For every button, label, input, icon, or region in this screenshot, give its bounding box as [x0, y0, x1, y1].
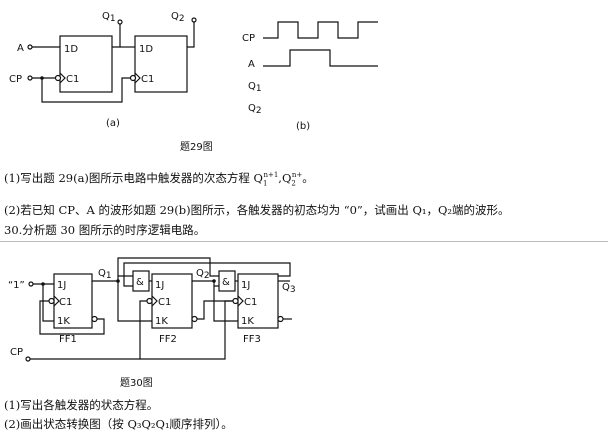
wave-q2-label: Q2 — [248, 103, 262, 116]
wire-q1 — [112, 24, 121, 48]
ff3-box-30 — [237, 273, 279, 329]
cp-label-30: CP — [10, 347, 23, 358]
ff3-name: FF3 — [243, 334, 261, 345]
question-30-heading: 30.分析题 30 图所示的时序逻辑电路。 — [4, 223, 206, 237]
wave-a — [263, 49, 378, 67]
ff1-clock-triangle — [59, 72, 66, 84]
wave-q1-label: Q1 — [248, 81, 262, 94]
ff2-box-30 — [151, 273, 193, 329]
q2-label: Q2 — [171, 11, 185, 24]
ff3-k-label: 1K — [241, 316, 254, 327]
question-29-1: (1)写出题 29(a)图所示电路中触发器的次态方程 Q1n+1,Q2n+。 — [4, 171, 314, 188]
wire-q1bar-c1 — [39, 300, 105, 335]
wire-cp-c2 — [30, 300, 147, 360]
ff3-j-label: 1J — [241, 280, 250, 291]
ff2-clock-triangle — [134, 72, 141, 84]
ff1-j-label: 1J — [57, 280, 66, 291]
fig29b-waveforms: CP A Q1 Q2 (b) — [242, 21, 378, 132]
ff3-c-label-30: C1 — [244, 297, 257, 308]
fig30-circuit: “1” 1J C1 1K FF1 1J C1 1K FF2 1J C1 1K F… — [8, 257, 296, 389]
ff2-c-label: C1 — [141, 74, 154, 85]
ff1-clock-bubble — [54, 74, 62, 82]
input-a-label: A — [17, 43, 24, 54]
ff2-d-label: 1D — [139, 44, 153, 55]
question-30-1: (1)写出各触发器的状态方程。 — [4, 398, 159, 412]
ff2-k-label: 1K — [155, 316, 168, 327]
input-cp-label: CP — [9, 74, 22, 85]
ff2-clock-bubble-30 — [146, 297, 153, 305]
wire-one-k1 — [42, 284, 54, 322]
ff1-c-label: C1 — [66, 74, 79, 85]
one-input-label: “1” — [8, 280, 25, 291]
wire-q2bar-c3 — [197, 300, 233, 320]
wire-q1-and2 — [117, 257, 219, 277]
ff3-qbar-bubble — [277, 315, 284, 323]
ff1-clock-bubble-30 — [48, 297, 55, 305]
wire-q1-and1 — [117, 275, 133, 281]
ff2-name: FF2 — [159, 334, 177, 345]
wire-cp-ff2 — [41, 77, 131, 103]
section-divider — [0, 241, 608, 242]
input-a-terminal — [27, 44, 33, 50]
input-cp-terminal — [27, 75, 33, 81]
wave-cp — [263, 21, 378, 39]
wave-a-label: A — [248, 59, 255, 70]
ff1-clock-tri-30 — [53, 295, 60, 307]
ff2-c-label-30: C1 — [158, 297, 171, 308]
ff1-name: FF1 — [59, 334, 77, 345]
q3-label-30: Q3 — [282, 282, 296, 295]
q1-terminal — [117, 19, 123, 25]
q1-label: Q1 — [102, 11, 116, 24]
q2-label-30: Q2 — [196, 268, 210, 281]
fig30-title: 题30图 — [120, 377, 153, 389]
fig29b-caption: (b) — [296, 121, 310, 132]
ff2-j-label: 1J — [155, 280, 164, 291]
q2-terminal — [191, 17, 197, 23]
and-gate-1-symbol: & — [136, 277, 144, 288]
ff1-qbar-bubble — [91, 315, 98, 323]
wire-q3-feedback — [123, 262, 291, 287]
question-29-2: (2)若已知 CP、A 的波形如题 29(b)图所示，各触发器的初态均为 “0”… — [4, 203, 510, 217]
and-gate-2-symbol: & — [222, 277, 230, 288]
question-30-2: (2)画出状态转换图（按 Q₃Q₂Q₁顺序排列）。 — [4, 417, 233, 431]
cp-terminal-30 — [25, 356, 31, 362]
ff1-d-label: 1D — [64, 44, 78, 55]
fig29-title: 题29图 — [180, 141, 213, 153]
wire-q1-k2 — [117, 281, 152, 322]
wave-cp-label: CP — [242, 33, 255, 44]
q1-label-30: Q1 — [98, 268, 112, 281]
ff2-box-29 — [134, 35, 188, 93]
ff2-clock-bubble — [129, 74, 137, 82]
ff2-clock-tri-30 — [151, 295, 158, 307]
ff3-clock-tri-30 — [237, 295, 244, 307]
ff1-box-29 — [59, 35, 113, 93]
fig29a-circuit: 1D C1 1D C1 A CP Q1 Q2 (a) — [9, 11, 197, 129]
wire-cp-c3 — [140, 300, 233, 360]
ff1-k-label: 1K — [57, 316, 70, 327]
one-input-terminal — [28, 281, 34, 287]
ff3-clock-bubble-30 — [232, 297, 239, 305]
fig29a-caption: (a) — [106, 118, 120, 129]
wire-q2-k3 — [213, 286, 238, 322]
wire-q2 — [187, 22, 195, 48]
ff2-qbar-bubble — [191, 315, 198, 323]
ff1-c-label-30: C1 — [59, 297, 72, 308]
